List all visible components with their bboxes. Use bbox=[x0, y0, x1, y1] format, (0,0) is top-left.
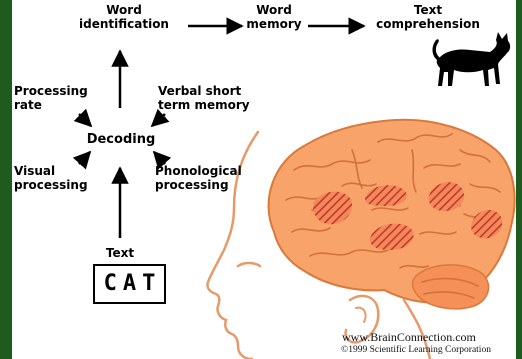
verbal-short-term-memory-text: Verbal short term memory bbox=[158, 84, 250, 112]
eye-outline bbox=[238, 263, 260, 266]
arrow-phonological-to-decoding bbox=[154, 152, 165, 164]
phonological-processing-text: Phonological processing bbox=[155, 164, 242, 192]
brain-illustration bbox=[269, 120, 515, 309]
word-memory-text: Word memory bbox=[246, 3, 301, 31]
word-identification-text: Word identification bbox=[79, 3, 169, 31]
diagram-graphics bbox=[12, 0, 516, 359]
credit-url: www.BrainConnection.com bbox=[342, 330, 476, 345]
credit-copyright: ©1999 Scientific Learning Corporation bbox=[341, 345, 491, 355]
cat-word-box: CAT bbox=[93, 264, 166, 304]
visual-processing-label: Visual processing bbox=[14, 164, 88, 192]
processing-rate-text: Processing rate bbox=[14, 84, 88, 112]
text-label-text: Text bbox=[106, 246, 134, 260]
text-label: Text bbox=[100, 246, 140, 260]
decoding-text: Decoding bbox=[87, 132, 156, 147]
verbal-short-term-memory-label: Verbal short term memory bbox=[158, 84, 250, 112]
arrow-rate-to-decoding bbox=[79, 114, 91, 126]
word-identification-label: Word identification bbox=[72, 3, 176, 31]
word-memory-label: Word memory bbox=[236, 3, 312, 31]
diagram-panel: Word identification Word memory Text com… bbox=[12, 0, 516, 359]
text-comprehension-text: Text comprehension bbox=[376, 3, 480, 31]
phonological-processing-label: Phonological processing bbox=[155, 164, 242, 192]
visual-processing-text: Visual processing bbox=[14, 164, 88, 192]
cat-word-text: CAT bbox=[104, 271, 162, 296]
text-comprehension-label: Text comprehension bbox=[368, 3, 488, 31]
arrow-verbal-to-decoding bbox=[152, 114, 165, 126]
cat-silhouette-icon bbox=[433, 32, 511, 86]
decoding-label: Decoding bbox=[80, 133, 162, 147]
arrow-visual-to-decoding bbox=[79, 152, 90, 164]
processing-rate-label: Processing rate bbox=[14, 84, 88, 112]
